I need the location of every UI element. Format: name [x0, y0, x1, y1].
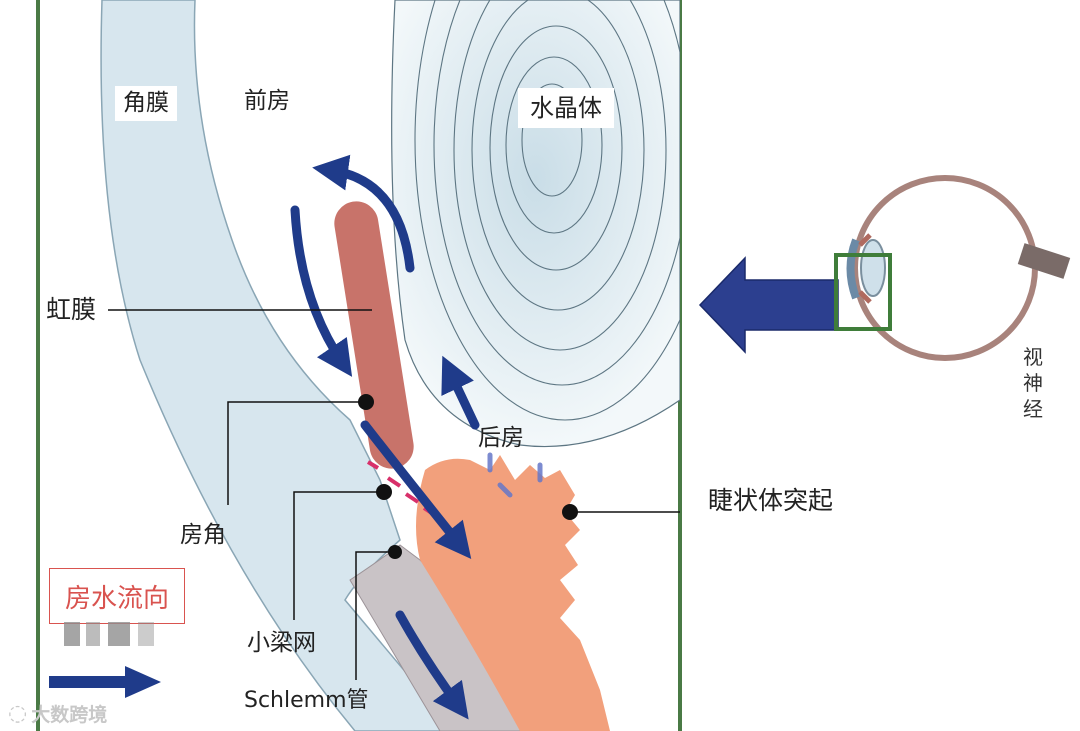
label-cornea: 角膜 [115, 86, 177, 121]
leader-lines [108, 309, 680, 680]
legend-box: 房水流向 [49, 568, 185, 624]
label-trabecular-meshwork: 小梁网 [247, 630, 316, 656]
ciliary-small-arrows [487, 452, 543, 498]
blurred-text-2 [86, 622, 100, 646]
flow-arrow-top-arc [312, 154, 415, 273]
label-schlemm-canal: Schlemm管 [244, 688, 369, 713]
flow-arrow-left-down [290, 205, 353, 377]
leader-dots [358, 394, 578, 559]
aqueous-flow-arrows [290, 154, 480, 720]
label-ciliary-process: 睫状体突起 [708, 486, 834, 515]
label-iris: 虹膜 [46, 295, 97, 324]
legend-arrow [49, 666, 161, 698]
flow-arrow-posterior-up [441, 355, 480, 430]
blurred-text-3 [108, 622, 130, 646]
iris-shape [334, 201, 414, 469]
label-posterior-chamber: 后房 [478, 425, 524, 451]
label-lens: 水晶体 [518, 88, 614, 128]
label-optic-nerve: 视神经 [1023, 345, 1043, 421]
lens-contour-lines [414, 0, 680, 421]
watermark-logo-icon: ◌ [8, 701, 28, 726]
direction-arrow [698, 256, 839, 354]
blurred-text-4 [138, 622, 154, 646]
eye-icon [834, 175, 1071, 361]
legend-title: 房水流向 [64, 583, 169, 614]
label-chamber-angle: 房角 [180, 522, 226, 548]
watermark-text: 大数跨境 [31, 704, 108, 726]
watermark: ◌ 大数跨境 [8, 700, 107, 727]
cornea-shape [100, 0, 456, 731]
flow-arrow-angle-down [360, 420, 472, 560]
flow-arrow-schlemm [395, 610, 469, 720]
blurred-text-1 [64, 622, 80, 646]
label-anterior-chamber: 前房 [244, 88, 290, 114]
